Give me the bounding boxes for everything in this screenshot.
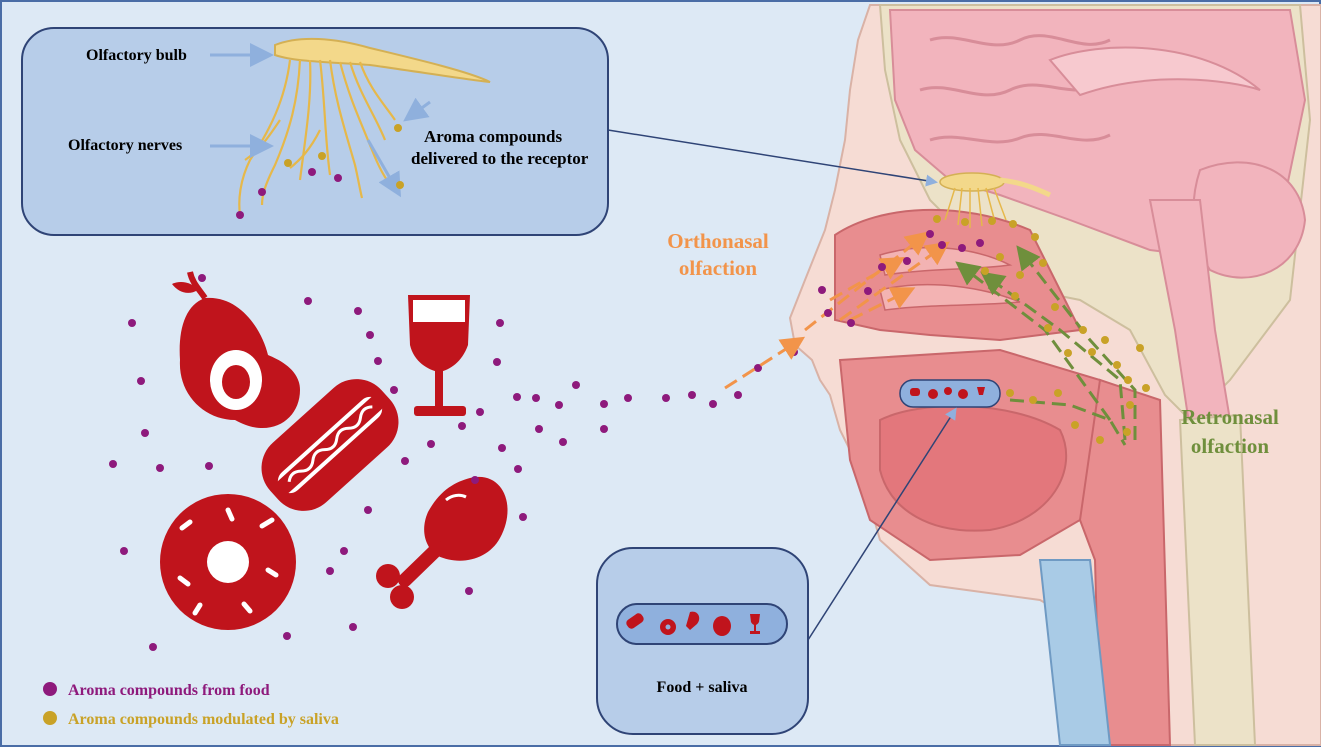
head-anatomy (788, 4, 1321, 746)
food-saliva-label: Food + saliva (657, 679, 748, 696)
wine-glass-icon (408, 295, 470, 416)
inset-aroma-dots (236, 124, 404, 219)
food-icons (160, 271, 508, 630)
food-connector-line (807, 407, 957, 641)
olfactory-inset: Olfactory bulb Olfactory nerves Aroma co… (21, 27, 609, 236)
retronasal-label-line1: Retronasal (1181, 405, 1279, 429)
legend-label-saliva: Aroma compounds modulated by saliva (68, 711, 339, 728)
aroma-label-line2: delivered to the receptor (411, 149, 589, 168)
inset-connector-line (607, 129, 938, 187)
legend-swatch-saliva (43, 711, 57, 725)
aroma-dots-food (109, 274, 798, 651)
legend: Aroma compounds from food Aroma compound… (43, 682, 339, 728)
chicken-leg-icon (376, 476, 508, 609)
olfactory-nerves-label: Olfactory nerves (68, 137, 182, 154)
legend-swatch-food (43, 682, 57, 696)
orthonasal-label-line2: olfaction (679, 256, 757, 280)
hot-dog-icon (261, 379, 399, 511)
food-saliva-inset: Food + saliva (596, 547, 809, 735)
olfactory-bulb-label: Olfactory bulb (86, 47, 187, 64)
donut-icon (160, 494, 296, 630)
orthonasal-pathway (724, 230, 984, 390)
orthonasal-label-line1: Orthonasal (667, 229, 769, 253)
food-bolus-in-mouth (899, 379, 1001, 408)
legend-label-food: Aroma compounds from food (68, 682, 270, 699)
spinal-column (1178, 413, 1257, 746)
olfactory-bulb-large (274, 37, 491, 83)
avocado-icon (172, 271, 300, 429)
trachea (1038, 559, 1112, 746)
retronasal-label-line2: olfaction (1191, 434, 1269, 458)
aroma-label-line1: Aroma compounds (424, 127, 562, 146)
retronasal-pathway (933, 215, 1150, 446)
